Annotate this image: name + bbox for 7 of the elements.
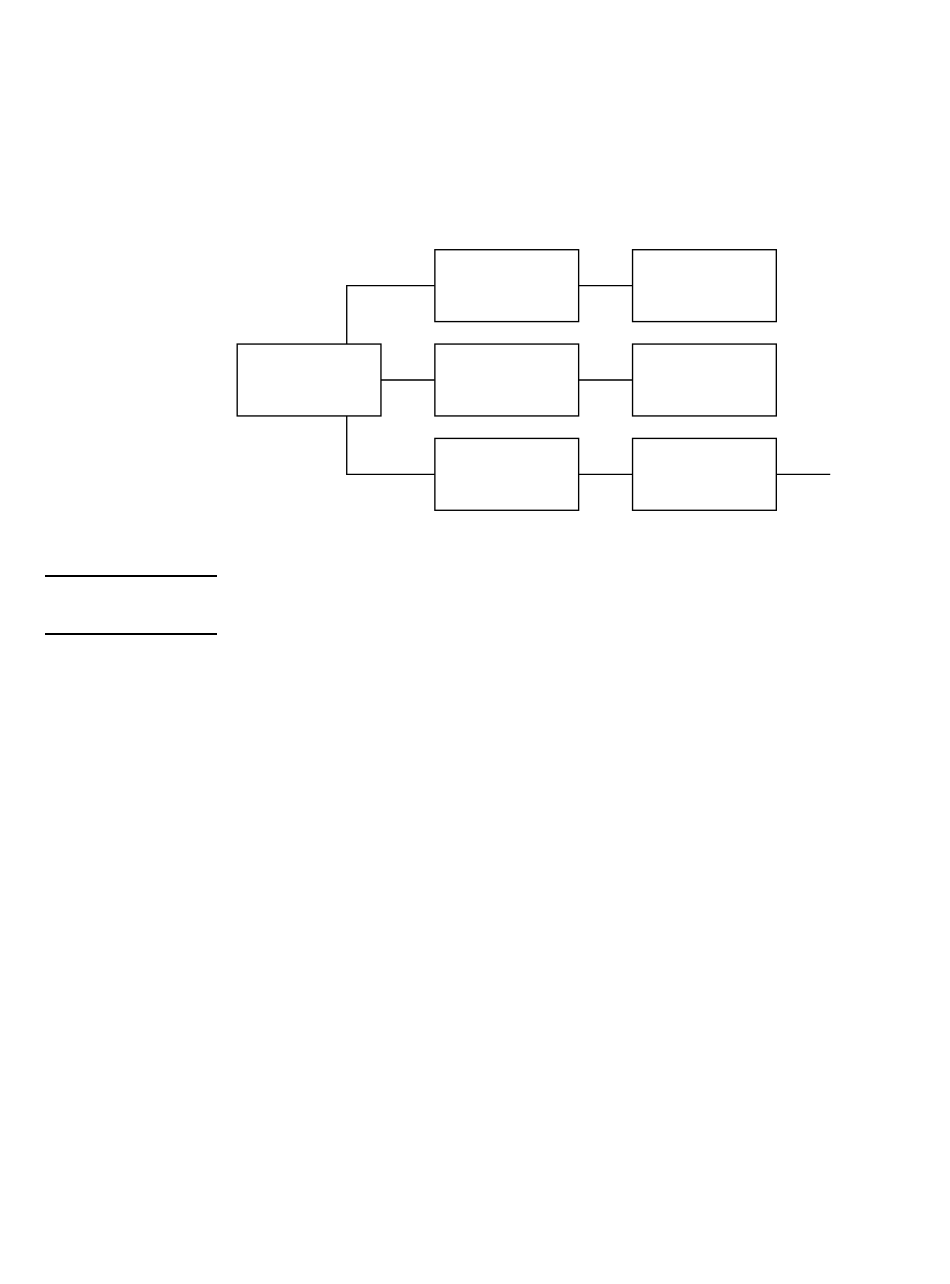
process-box <box>434 249 580 323</box>
process-box <box>631 437 777 511</box>
process-box <box>631 249 777 323</box>
process-box <box>631 343 777 417</box>
process-box <box>434 343 580 417</box>
process-box <box>434 437 580 511</box>
process-box <box>236 343 382 417</box>
